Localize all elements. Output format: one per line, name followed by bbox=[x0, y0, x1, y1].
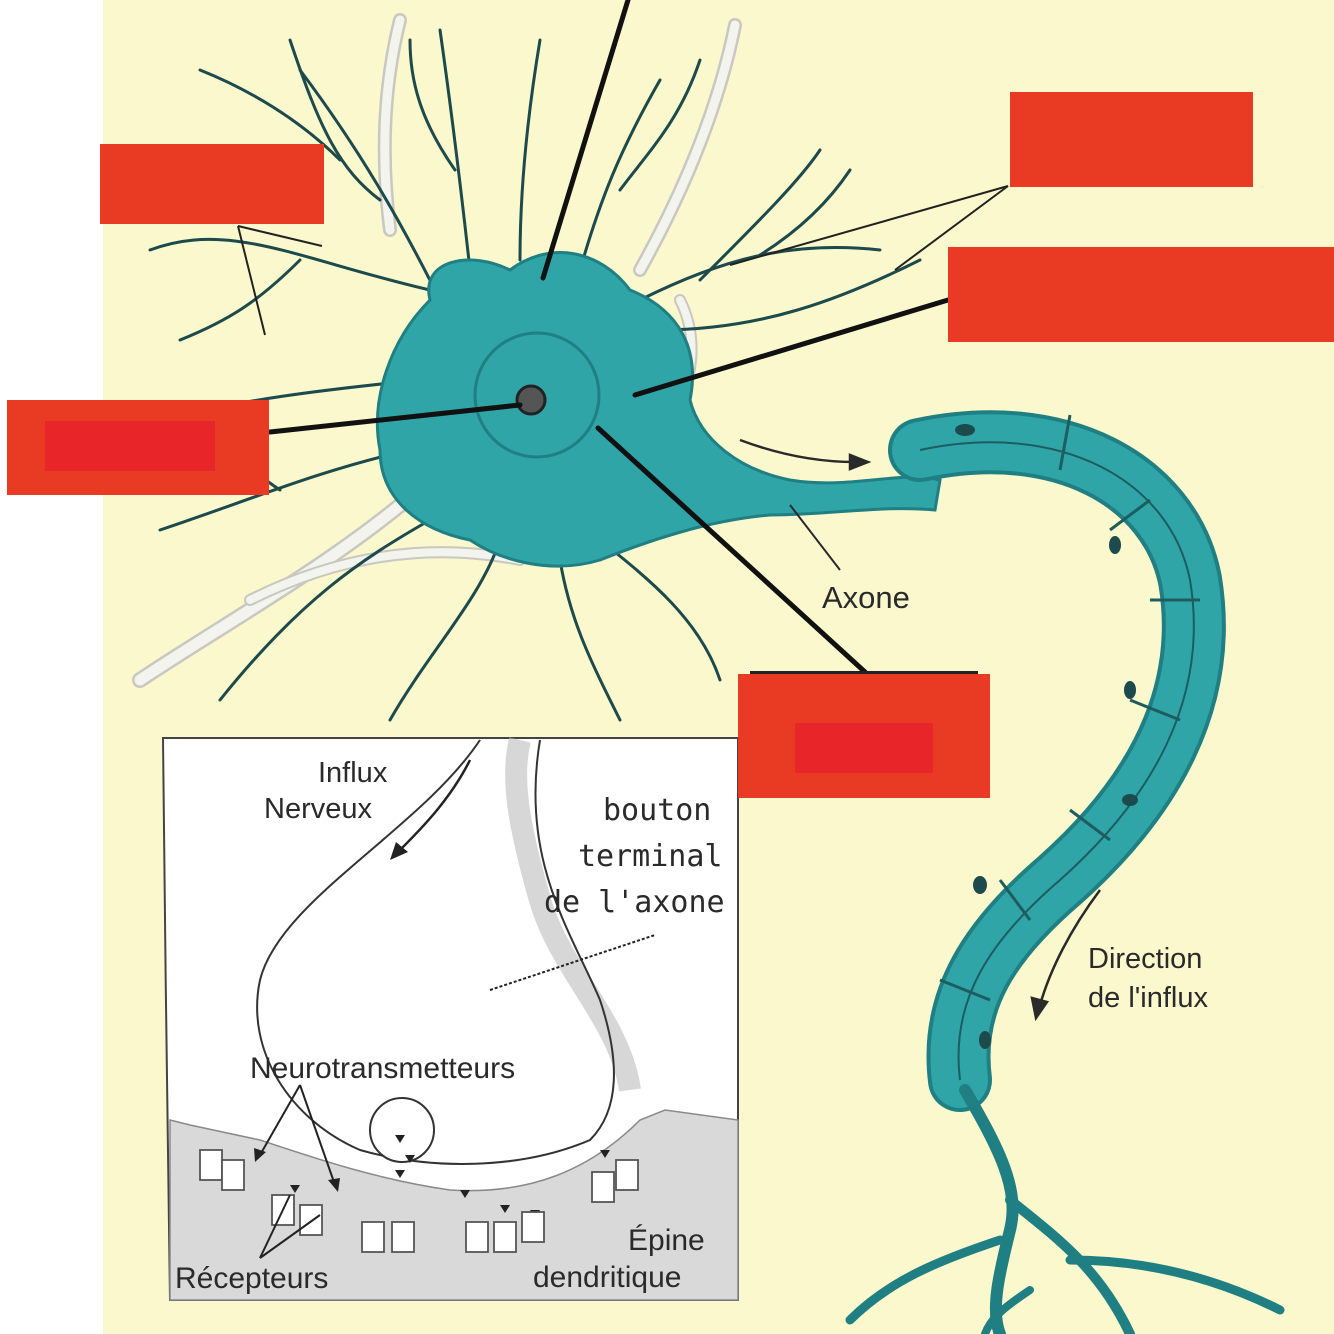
label-box-nucleus-topline bbox=[750, 671, 978, 674]
direction-label-line1: Direction bbox=[1088, 943, 1202, 975]
axone-label: Axone bbox=[822, 580, 910, 615]
axone-pointer bbox=[789, 504, 841, 571]
bouton-label-line3: de l'axone bbox=[544, 885, 725, 920]
terminal-button-outline bbox=[256, 739, 615, 1165]
label-box-dendrites[interactable] bbox=[100, 144, 324, 224]
influx-label-line1: Influx bbox=[318, 757, 388, 789]
blank-label-boxes bbox=[7, 92, 1334, 798]
axon bbox=[888, 410, 1226, 1112]
receptors bbox=[199, 1149, 639, 1253]
leader-lines bbox=[267, 0, 951, 675]
bouton-label-line1: bouton bbox=[603, 793, 711, 828]
influx-label-line2: Nerveux bbox=[264, 793, 372, 825]
flow-arrows bbox=[739, 438, 1102, 1022]
epine-label-line1: Épine bbox=[628, 1224, 705, 1257]
cell-body bbox=[376, 251, 942, 568]
vesicle bbox=[369, 1097, 435, 1163]
thin-leader-lines bbox=[237, 185, 1009, 336]
direction-label-line2: de l'influx bbox=[1088, 982, 1208, 1014]
neurotransmetteurs-label: Neurotransmetteurs bbox=[250, 1052, 515, 1085]
label-box-nucleus-inner bbox=[795, 723, 933, 773]
dendritic-spine-area bbox=[169, 1109, 739, 1301]
axon-terminals bbox=[845, 1084, 1285, 1334]
nucleolus bbox=[515, 384, 547, 416]
recepteurs-label: Récepteurs bbox=[175, 1262, 328, 1295]
label-box-nucleolus-inner bbox=[45, 421, 215, 471]
epine-label-line2: dendritique bbox=[533, 1261, 681, 1294]
label-box-cytoplasm[interactable] bbox=[948, 247, 1334, 342]
glial-processes bbox=[132, 13, 742, 688]
neurotransmitters bbox=[290, 1135, 610, 1218]
synapse-inset: Influx Nerveux bouton terminal de l'axon… bbox=[161, 737, 739, 1301]
bouton-label-line2: terminal bbox=[578, 839, 723, 874]
label-box-ramifications[interactable] bbox=[1010, 92, 1253, 187]
